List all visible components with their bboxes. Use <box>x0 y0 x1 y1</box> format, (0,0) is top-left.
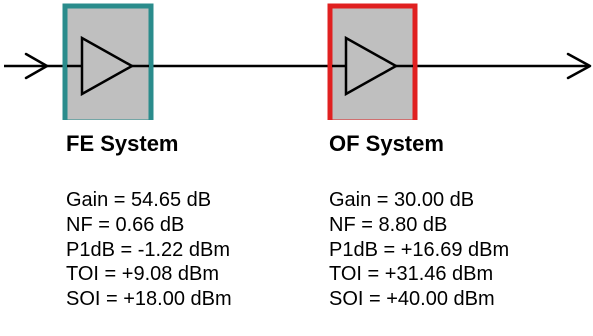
fe-p1db-value: P1dB = -1.22 dBm <box>66 238 230 261</box>
of-system-title: OF System <box>329 131 444 156</box>
of-amplifier-icon <box>344 35 399 97</box>
fe-block-frame <box>62 3 154 120</box>
input-arrow-icon <box>24 52 49 80</box>
output-arrow-icon <box>566 52 592 80</box>
of-gain-value: Gain = 30.00 dB <box>329 189 475 211</box>
fe-nf-value: NF = 0.66 dB <box>66 213 185 236</box>
fe-soi-value: SOI = +18.00 dBm <box>66 288 232 311</box>
fe-toi-value: TOI = +9.08 dBm <box>66 263 220 286</box>
fe-gain-value: Gain = 54.65 dB <box>66 189 212 211</box>
of-soi-value: SOI = +40.00 dBm <box>329 288 495 311</box>
of-nf-value: NF = 8.80 dB <box>329 213 448 236</box>
of-amplifier-block[interactable] <box>327 3 418 120</box>
signal-chain-diagram <box>4 3 592 120</box>
fe-amplifier-block[interactable] <box>62 3 154 120</box>
of-toi-value: TOI = +31.46 dBm <box>329 263 494 286</box>
of-parameter-list: Gain = 30.00 dB NF = 8.80 dB P1dB = +16.… <box>329 188 509 312</box>
of-block-frame <box>327 3 418 120</box>
fe-parameter-list: Gain = 54.65 dB NF = 0.66 dB P1dB = -1.2… <box>66 188 232 312</box>
fe-amplifier-icon <box>80 35 135 97</box>
of-p1db-value: P1dB = +16.69 dBm <box>329 238 510 261</box>
fe-system-title: FE System <box>66 131 179 156</box>
